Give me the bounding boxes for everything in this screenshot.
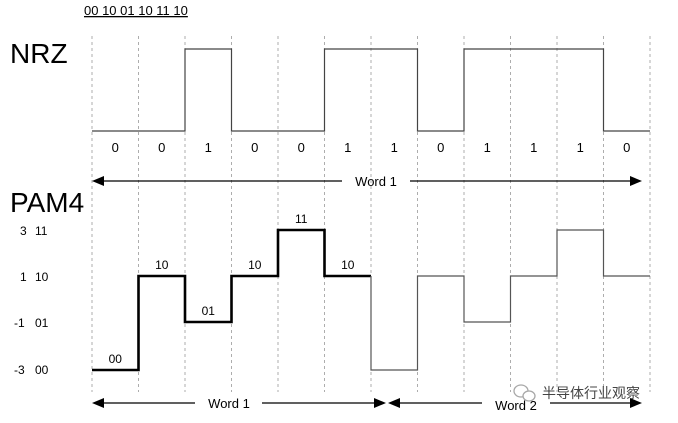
level-1-value: 1 xyxy=(20,270,27,284)
nrz-bit-label: 0 xyxy=(298,140,305,155)
pam4-word2-label: Word 2 xyxy=(495,398,537,413)
pam4-waveform-word2 xyxy=(370,229,650,371)
pam4-waveform-word1 xyxy=(92,228,371,372)
pam4-symbol-labels: 00 10 01 10 11 10 xyxy=(109,212,355,366)
pam4-symbol-label: 00 xyxy=(109,352,123,366)
pam4-symbol-label: 10 xyxy=(248,258,262,272)
pam4-word2-arrow xyxy=(388,398,642,408)
nrz-bit-label: 0 xyxy=(437,140,444,155)
pam4-symbol-label: 10 xyxy=(341,258,355,272)
level-minus3-value: -3 xyxy=(14,363,25,377)
pam4-symbol-label: 10 xyxy=(155,258,169,272)
pam4-symbol-label: 11 xyxy=(295,212,308,226)
level-minus3-code: 00 xyxy=(35,363,49,377)
nrz-bit-label: 1 xyxy=(344,140,351,155)
nrz-bit-labels: 0 0 1 0 0 1 1 0 1 1 1 0 xyxy=(112,140,631,155)
watermark-text: 半导体行业观察 xyxy=(542,385,640,402)
level-3-value: 3 xyxy=(20,224,27,238)
nrz-word-arrow xyxy=(92,176,642,186)
pam4-level-labels: 3 11 1 10 -1 01 -3 00 xyxy=(14,224,49,377)
level-minus1-value: -1 xyxy=(14,316,25,330)
nrz-bit-label: 0 xyxy=(112,140,119,155)
nrz-word-label: Word 1 xyxy=(355,174,397,189)
pam4-label: PAM4 xyxy=(10,187,84,218)
nrz-bit-label: 1 xyxy=(577,140,584,155)
nrz-bit-label: 1 xyxy=(391,140,398,155)
nrz-label: NRZ xyxy=(10,38,68,69)
level-3-code: 11 xyxy=(35,224,48,238)
nrz-bit-label: 0 xyxy=(623,140,630,155)
pam4-word1-arrow xyxy=(92,398,386,408)
nrz-bit-label: 0 xyxy=(251,140,258,155)
nrz-bit-label: 1 xyxy=(205,140,212,155)
pam4-word1-label: Word 1 xyxy=(208,396,250,411)
level-minus1-code: 01 xyxy=(35,316,49,330)
wechat-logo-icon xyxy=(513,384,536,402)
nrz-bit-label: 1 xyxy=(530,140,537,155)
level-1-code: 10 xyxy=(35,270,49,284)
nrz-bit-label: 0 xyxy=(158,140,165,155)
header-bit-groups: 00 10 01 10 11 10 xyxy=(84,3,188,18)
nrz-bit-label: 1 xyxy=(484,140,491,155)
nrz-waveform xyxy=(92,48,650,132)
pam4-symbol-label: 01 xyxy=(202,304,216,318)
